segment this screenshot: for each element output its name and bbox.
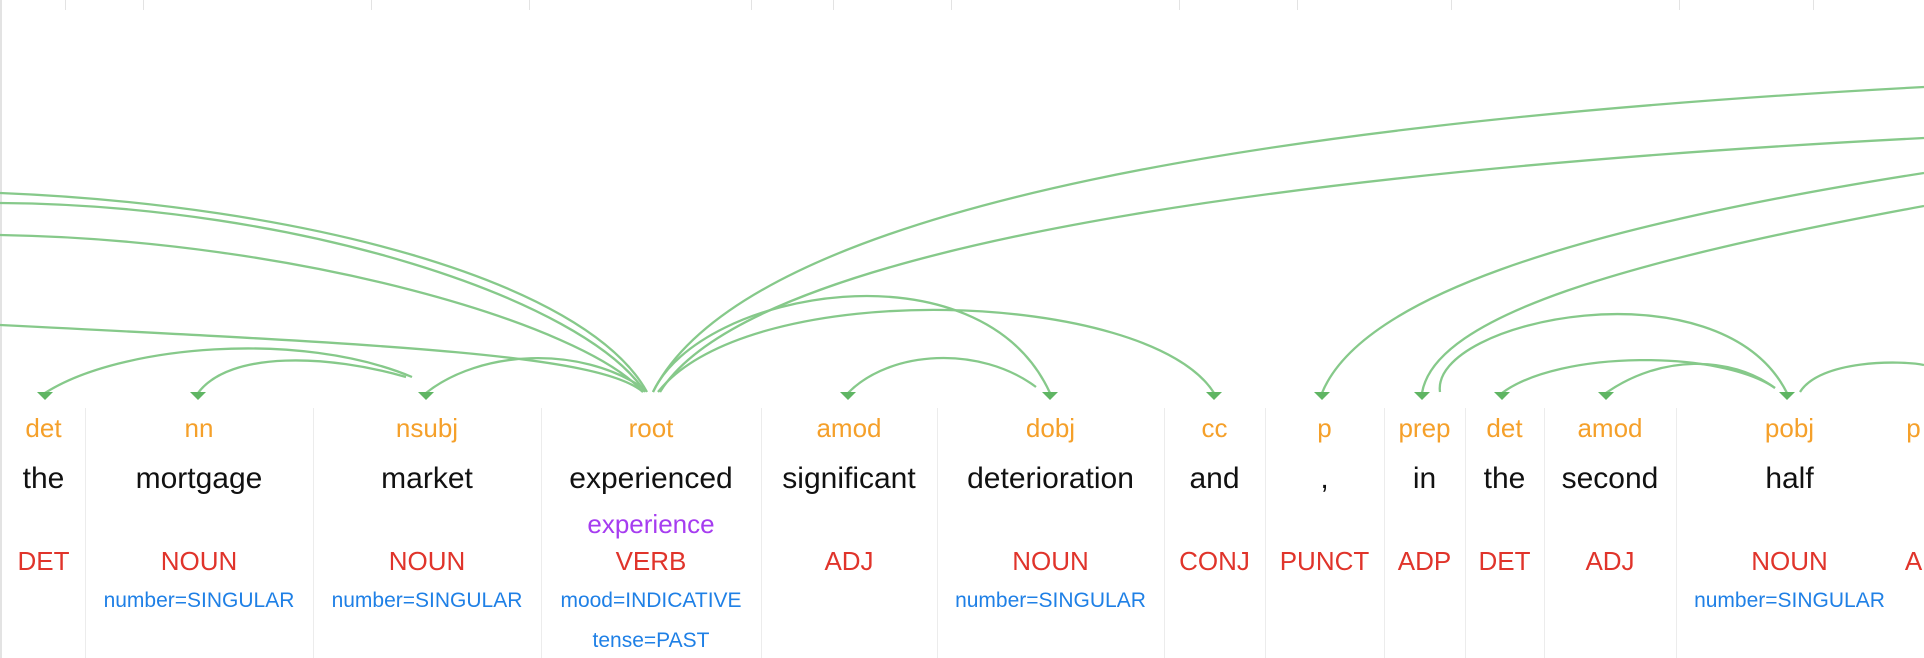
dependency-arc	[425, 357, 644, 394]
dependency-label: p	[1906, 413, 1921, 443]
arc-arrowhead	[1042, 392, 1058, 400]
token-word: market	[381, 462, 473, 495]
part-of-speech-tag: PUNCT	[1279, 546, 1370, 576]
dependency-label: det	[1486, 413, 1523, 443]
arc-arrowhead	[840, 392, 856, 400]
dependency-label: nsubj	[395, 413, 459, 443]
part-of-speech-tag: ADJ	[824, 546, 874, 576]
arc-arrowhead	[190, 392, 206, 400]
token-word: experienced	[569, 462, 733, 495]
token-word: and	[1189, 462, 1240, 495]
arc-arrowhead	[1314, 392, 1330, 400]
dependency-arc	[657, 308, 1215, 394]
arc-arrowhead	[37, 392, 53, 400]
dependency-label: nn	[184, 413, 214, 443]
dependency-arc	[1799, 361, 1924, 393]
dependency-arc	[651, 294, 1052, 394]
viewer-left-border	[0, 0, 2, 658]
dependency-arc	[1501, 358, 1776, 394]
dependency-arc	[651, 85, 1924, 393]
token-word: the	[22, 462, 65, 495]
token-word: ,	[1320, 462, 1329, 495]
dependency-label: cc	[1201, 413, 1228, 443]
part-of-speech-tag: DET	[1478, 546, 1531, 576]
dependency-label: p	[1317, 413, 1332, 443]
part-of-speech-tag: NOUN	[388, 546, 466, 576]
part-of-speech-tag: VERB	[615, 546, 687, 576]
part-of-speech-tag: NOUN	[160, 546, 238, 576]
dependency-arc	[1320, 171, 1924, 394]
morphology-feature: number=SINGULAR	[955, 589, 1146, 612]
part-of-speech-tag: ADP	[1397, 546, 1452, 576]
dependency-label: pobj	[1764, 413, 1815, 443]
arc-arrowhead	[1414, 392, 1430, 400]
arc-arrowhead	[418, 392, 434, 400]
arc-arrowhead	[1779, 392, 1795, 400]
token-word: mortgage	[135, 462, 263, 495]
dependency-arc	[1438, 312, 1789, 394]
morphology-feature: tense=PAST	[592, 629, 710, 652]
arc-arrowhead	[1494, 392, 1510, 400]
part-of-speech-tag: NOUN	[1751, 546, 1828, 576]
dependency-label: amod	[816, 413, 882, 443]
dependency-label: det	[25, 413, 62, 443]
dependency-arc	[1605, 362, 1776, 394]
dependency-label: root	[628, 413, 674, 443]
token-column[interactable]: p, PUNCT	[1265, 408, 1384, 658]
token-word: significant	[782, 462, 916, 495]
dependency-label: prep	[1398, 413, 1451, 443]
morphology-feature: number=SINGULAR	[103, 589, 295, 612]
dependency-arc	[197, 359, 407, 394]
token-word: deterioration	[967, 462, 1134, 495]
morphology-feature: number=SINGULAR	[1694, 589, 1885, 612]
arc-arrowhead	[1598, 392, 1614, 400]
part-of-speech-tag: CONJ	[1179, 546, 1250, 576]
part-of-speech-tag: A	[1904, 546, 1923, 576]
part-of-speech-tag: ADJ	[1585, 546, 1635, 576]
dependency-arc	[44, 347, 413, 394]
dependency-label: dobj	[1025, 413, 1076, 443]
token-word: second	[1561, 462, 1659, 495]
dependency-arc	[847, 356, 1037, 394]
dependency-arc	[0, 191, 649, 393]
dependency-arc	[0, 233, 644, 393]
part-of-speech-tag: DET	[17, 546, 70, 576]
part-of-speech-tag: NOUN	[1012, 546, 1089, 576]
dependency-arc	[659, 136, 1924, 393]
token-word: the	[1483, 462, 1526, 495]
token-word: in	[1412, 462, 1437, 495]
dependency-arc	[0, 323, 644, 393]
dependency-arc	[0, 201, 646, 393]
arc-arrowhead	[1206, 392, 1222, 400]
token-word: half	[1765, 462, 1814, 495]
morphology-feature: number=SINGULAR	[331, 589, 523, 612]
token-lemma: experience	[587, 509, 715, 539]
dependency-arc	[1420, 204, 1924, 394]
dependency-label: amod	[1577, 413, 1643, 443]
morphology-feature: mood=INDICATIVE	[560, 589, 742, 612]
